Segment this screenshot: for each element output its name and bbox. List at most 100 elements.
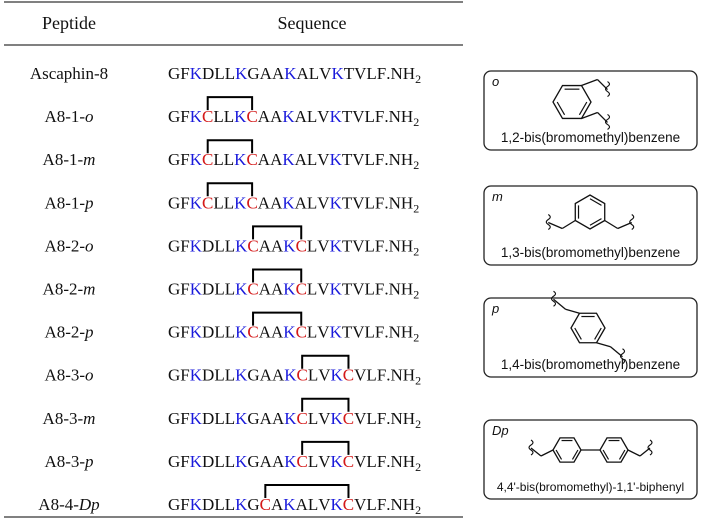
residue: F	[377, 452, 386, 471]
residue: A	[270, 107, 283, 126]
chemical-structure	[550, 290, 626, 365]
residue: L	[307, 193, 317, 212]
peptide-name: Ascaphin-8	[30, 64, 108, 83]
residue: L	[307, 150, 317, 169]
residue: L	[307, 280, 317, 299]
peptide-name-linker-suffix: o	[85, 366, 94, 385]
residue: A	[272, 409, 285, 428]
linker-structures: o1,2-bis(bromomethyl)benzenem1,3-bis(bro…	[483, 70, 698, 500]
bond	[627, 449, 641, 457]
cysteine-residue: C	[202, 150, 213, 169]
lysine-residue: K	[330, 280, 343, 299]
linker-box-frame	[483, 419, 698, 500]
cysteine-residue: C	[246, 107, 257, 126]
residue: G	[168, 107, 180, 126]
lysine-residue: K	[330, 107, 343, 126]
peptide-name-prefix: A8-3-	[44, 452, 85, 471]
peptide-name-linker-suffix: m	[83, 409, 95, 428]
c-terminal-amide: .NH	[384, 236, 413, 255]
residue: F	[180, 193, 189, 212]
peptide-name-linker-suffix: o	[85, 107, 94, 126]
peptide-column-header: Peptide	[42, 13, 96, 33]
linker-tag: p	[491, 301, 499, 316]
residue: V	[354, 452, 367, 471]
attachment-wavy-bond	[629, 214, 635, 230]
residue: L	[366, 366, 376, 385]
residue: D	[202, 409, 214, 428]
attachment-wavy-bond	[528, 439, 534, 456]
peptide-name-prefix: A8-3-	[43, 409, 84, 428]
staple-bridge	[252, 311, 303, 326]
residue: L	[308, 409, 318, 428]
lysine-residue: K	[284, 64, 297, 83]
cysteine-residue: C	[202, 193, 213, 212]
peptide-name: A8-2-o	[44, 236, 93, 255]
residue: L	[365, 236, 375, 255]
peptide-name-linker-suffix: p	[84, 193, 94, 212]
bond	[596, 342, 611, 348]
peptide-name-prefix: A8-2-	[44, 236, 85, 255]
residue: G	[168, 452, 180, 471]
residue: D	[202, 495, 214, 514]
peptide-name: A8-3-p	[44, 452, 93, 471]
lysine-residue: K	[235, 495, 248, 514]
residue: V	[352, 323, 365, 342]
residue: G	[168, 193, 180, 212]
residue: L	[225, 366, 235, 385]
staple-bridge	[301, 397, 350, 412]
residue: G	[168, 280, 180, 299]
residue: L	[213, 150, 223, 169]
residue: A	[258, 193, 271, 212]
lysine-residue: K	[235, 409, 248, 428]
staple-bridge	[252, 225, 303, 240]
residue: G	[247, 452, 259, 471]
lysine-residue: K	[282, 107, 295, 126]
residue: T	[342, 280, 353, 299]
lysine-residue: K	[235, 236, 248, 255]
attachment-wavy-bond	[647, 439, 653, 456]
chemical-structure	[545, 194, 635, 230]
residue: D	[202, 64, 214, 83]
residue: A	[271, 280, 284, 299]
lysine-residue: K	[234, 107, 247, 126]
residue: A	[295, 150, 308, 169]
cysteine-residue: C	[246, 193, 257, 212]
peptide-name: A8-3-o	[44, 366, 93, 385]
residue: A	[259, 236, 272, 255]
sequence-column-header: Sequence	[278, 13, 347, 33]
residue: L	[365, 150, 375, 169]
residue: F	[180, 236, 189, 255]
residue: A	[272, 64, 285, 83]
residue: F	[377, 366, 386, 385]
lysine-residue: K	[282, 150, 295, 169]
residue: G	[247, 409, 259, 428]
lysine-residue: K	[190, 409, 203, 428]
bond	[548, 221, 563, 230]
double-bond	[594, 327, 602, 340]
residue: T	[344, 64, 355, 83]
bond	[604, 219, 619, 230]
residue: A	[260, 366, 273, 385]
residue: V	[318, 452, 331, 471]
residue: L	[213, 193, 223, 212]
lysine-residue: K	[190, 150, 203, 169]
residue: D	[202, 280, 214, 299]
residue: V	[354, 64, 367, 83]
residue: A	[272, 366, 285, 385]
cysteine-residue: C	[247, 236, 258, 255]
residue: V	[354, 409, 367, 428]
residue: V	[317, 150, 330, 169]
amide-subscript: 2	[413, 201, 419, 215]
peptide-name-prefix: A8-3-	[44, 366, 85, 385]
linker-name: 4,4'-bis(bromomethyl)-1,1'-biphenyl	[497, 480, 684, 494]
residue: L	[225, 280, 235, 299]
lysine-residue: K	[190, 193, 203, 212]
